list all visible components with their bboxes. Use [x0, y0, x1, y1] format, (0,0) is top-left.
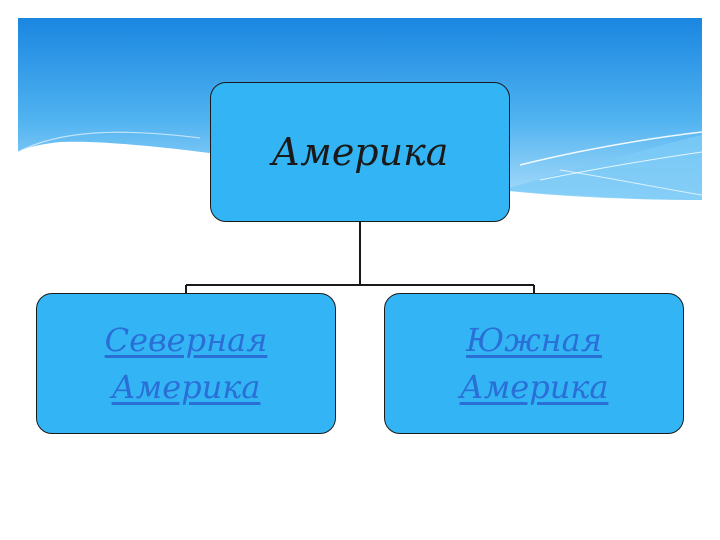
child-node-south-america[interactable]: Южная Америка [384, 293, 684, 434]
child-node-north-america[interactable]: Северная Америка [36, 293, 336, 434]
root-node-america: Америка [210, 82, 510, 222]
south-america-link[interactable]: Южная Америка [459, 321, 609, 406]
root-node-label: Америка [271, 130, 449, 174]
north-america-link[interactable]: Северная Америка [104, 321, 268, 406]
